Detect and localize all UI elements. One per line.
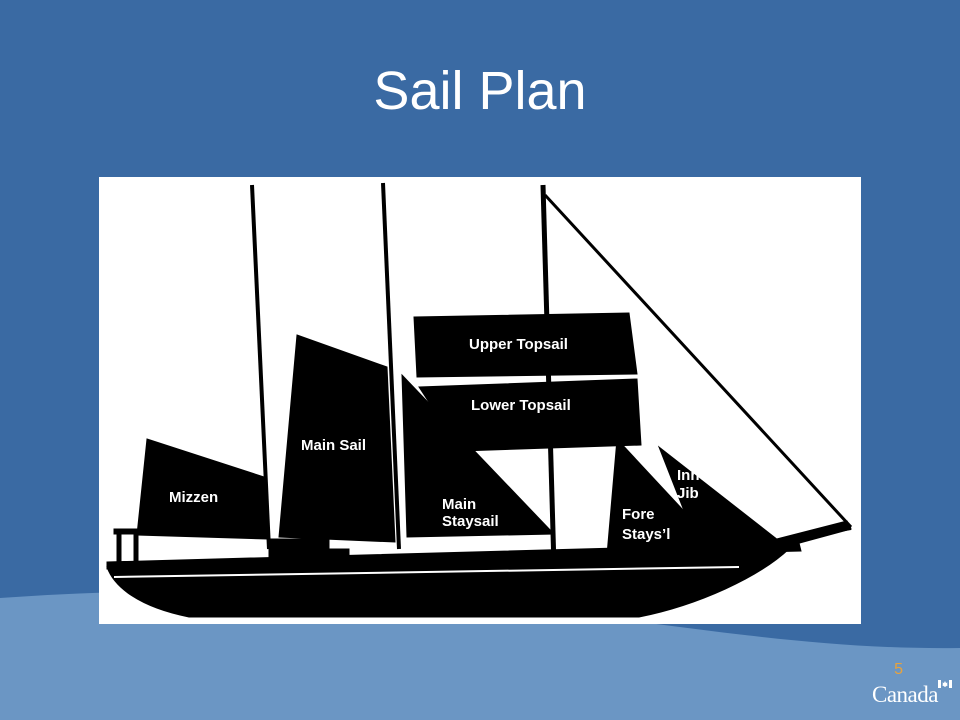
label-main-sail: Main Sail — [301, 437, 366, 454]
label-fore-staysail-line1: Fore — [622, 506, 655, 523]
label-inner-jib-line1: Inner — [677, 467, 714, 484]
schooner-illustration — [106, 182, 853, 618]
label-inner-jib-line2: Jib — [677, 485, 699, 502]
slide-title: Sail Plan — [373, 61, 587, 121]
sail-plan-diagram: Upper Topsail Lower Topsail Main Sail Mi… — [99, 177, 861, 624]
label-mizzen: Mizzen — [169, 489, 218, 506]
canada-wordmark: Canada — [872, 682, 938, 707]
flag-icon — [938, 680, 952, 688]
label-main-staysail-line1: Main — [442, 496, 476, 513]
label-lower-topsail: Lower Topsail — [471, 397, 571, 414]
page-number: 5 — [894, 661, 903, 678]
label-fore-staysail-line2: Stays’l — [622, 526, 670, 543]
label-upper-topsail: Upper Topsail — [469, 336, 568, 353]
label-main-staysail-line2: Staysail — [442, 513, 499, 530]
